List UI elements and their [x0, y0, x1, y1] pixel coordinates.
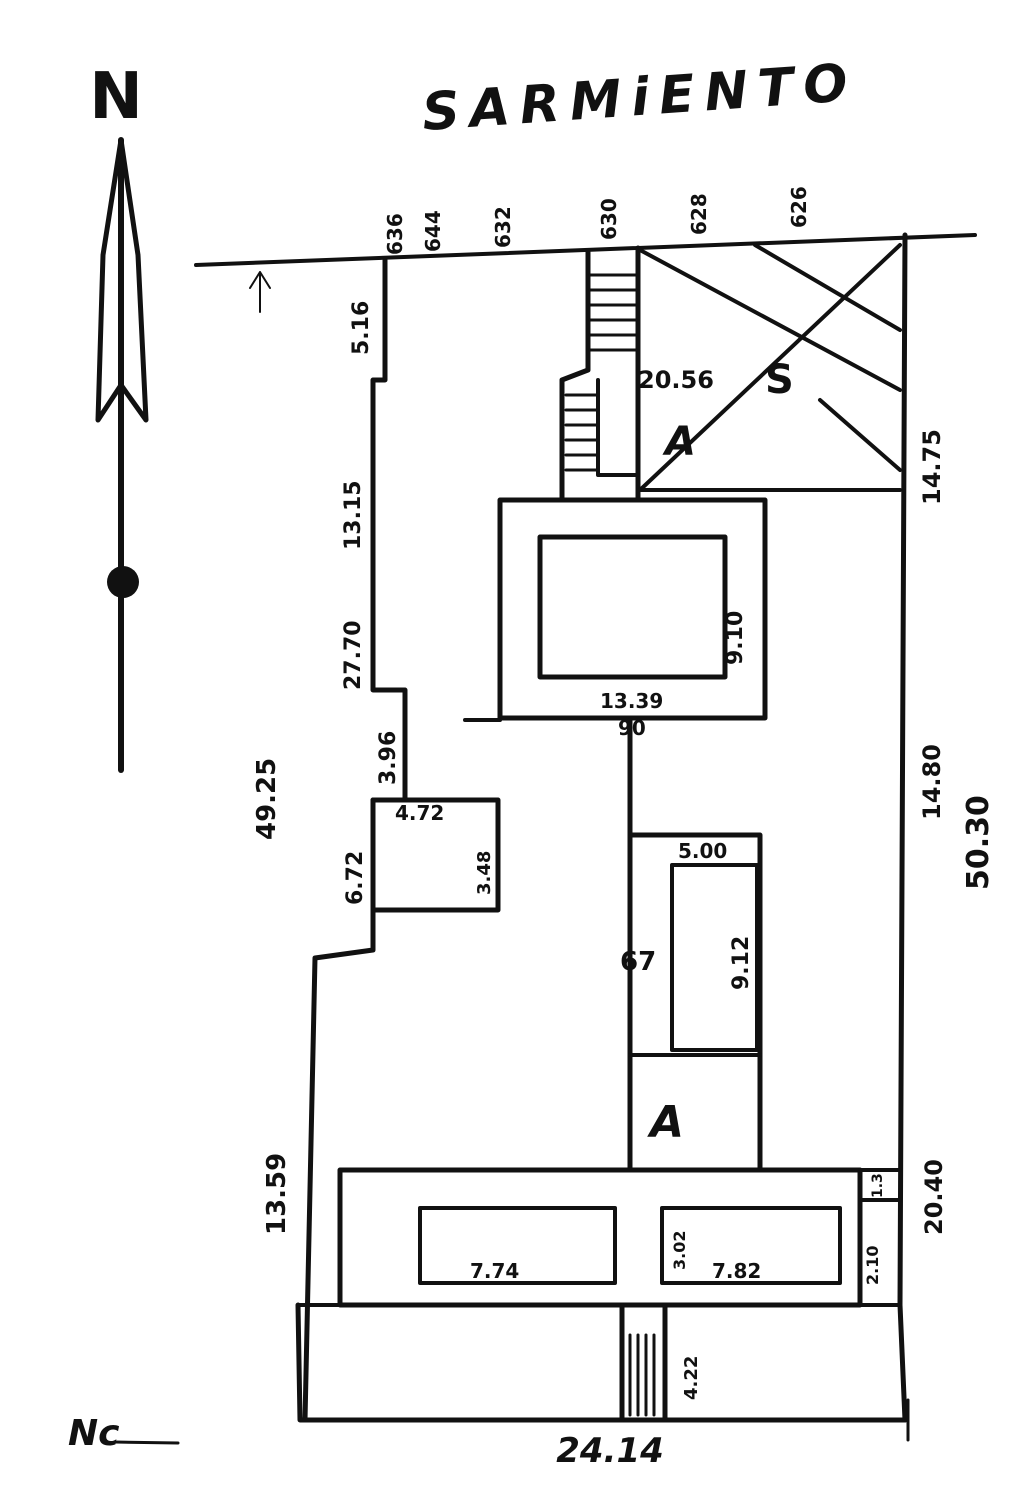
- zone-a-lower-label: A: [647, 1097, 684, 1148]
- dim-right-mid: 14.80: [918, 744, 946, 820]
- dim-top-left-1: 5.16: [349, 301, 374, 355]
- left-dimensions: 5.16 13.15 27.70 3.96 49.25 6.72 13.59: [252, 301, 401, 1235]
- house-number: 630: [597, 198, 621, 240]
- corridor-room-top-dim: 5.00: [678, 839, 727, 863]
- stair-dim: 4.22: [681, 1356, 702, 1400]
- open-zone-s: 20.56 S A: [638, 243, 902, 492]
- dim-mid-left: 27.70: [341, 620, 366, 690]
- rear-stair: 4.22: [619, 1302, 702, 1423]
- front-stair: [559, 245, 641, 501]
- back-left-room-dim: 7.74: [470, 1259, 519, 1283]
- house-number: 628: [687, 193, 711, 235]
- dim-left-total: 49.25: [252, 758, 282, 840]
- zone-a-upper-label: A: [662, 419, 696, 465]
- hall-right-dim: 9.10: [723, 611, 748, 665]
- house-number: 644: [421, 210, 445, 252]
- right-dimensions: 14.75 14.80 50.30 20.40: [918, 429, 996, 1235]
- back-corner-dim: 1.3: [870, 1173, 886, 1198]
- house-number: 636: [383, 213, 407, 255]
- north-label: N: [89, 60, 143, 134]
- house-numbers: 636 644 632 630 628 626: [383, 186, 811, 255]
- plot-inner-dim: 20.56: [638, 366, 714, 394]
- dim-right-lower: 20.40: [920, 1159, 948, 1235]
- back-block: 7.74 3.02 7.82 2.10 1.3: [337, 1167, 902, 1308]
- compass-dot: [107, 566, 139, 598]
- main-hall: 9.10 13.39 90: [463, 497, 768, 740]
- frontage-arrow: [249, 271, 271, 313]
- hall-bottom-dim: 13.39: [600, 689, 663, 713]
- small-room: 4.72 3.48: [370, 797, 501, 913]
- street-label: SARMiENTO: [420, 53, 859, 143]
- dim-right-total: 50.30: [961, 795, 996, 890]
- corridor-mark: 67: [620, 947, 656, 977]
- house-number: 626: [787, 186, 811, 228]
- small-room-right-dim: 3.48: [474, 851, 495, 895]
- dim-lower-left: 13.59: [262, 1153, 292, 1235]
- corridor-rooms: 5.00 9.12 67 A: [620, 832, 763, 1173]
- plot-outline: [295, 232, 908, 1423]
- house-number: 632: [491, 206, 515, 248]
- dim-right-upper: 14.75: [918, 429, 946, 505]
- signature: Nc: [68, 1413, 180, 1454]
- zone-s-label: S: [765, 357, 794, 403]
- north-arrow: N: [89, 60, 149, 773]
- corridor-room-side-dim: 9.12: [729, 936, 754, 990]
- back-right-room-a-dim: 3.02: [670, 1231, 689, 1270]
- dim-small-left: 3.96: [376, 731, 401, 785]
- dim-bottom-total: 24.14: [556, 1431, 664, 1471]
- back-right-room-b-dim: 7.82: [712, 1259, 761, 1283]
- dim-top-left-2: 13.15: [341, 480, 366, 550]
- back-side-dim: 2.10: [863, 1246, 882, 1285]
- dim-small-room-left: 6.72: [343, 851, 368, 905]
- signature-text: Nc: [68, 1413, 119, 1454]
- small-room-top-dim: 4.72: [395, 801, 444, 825]
- frontage-line: [194, 233, 977, 267]
